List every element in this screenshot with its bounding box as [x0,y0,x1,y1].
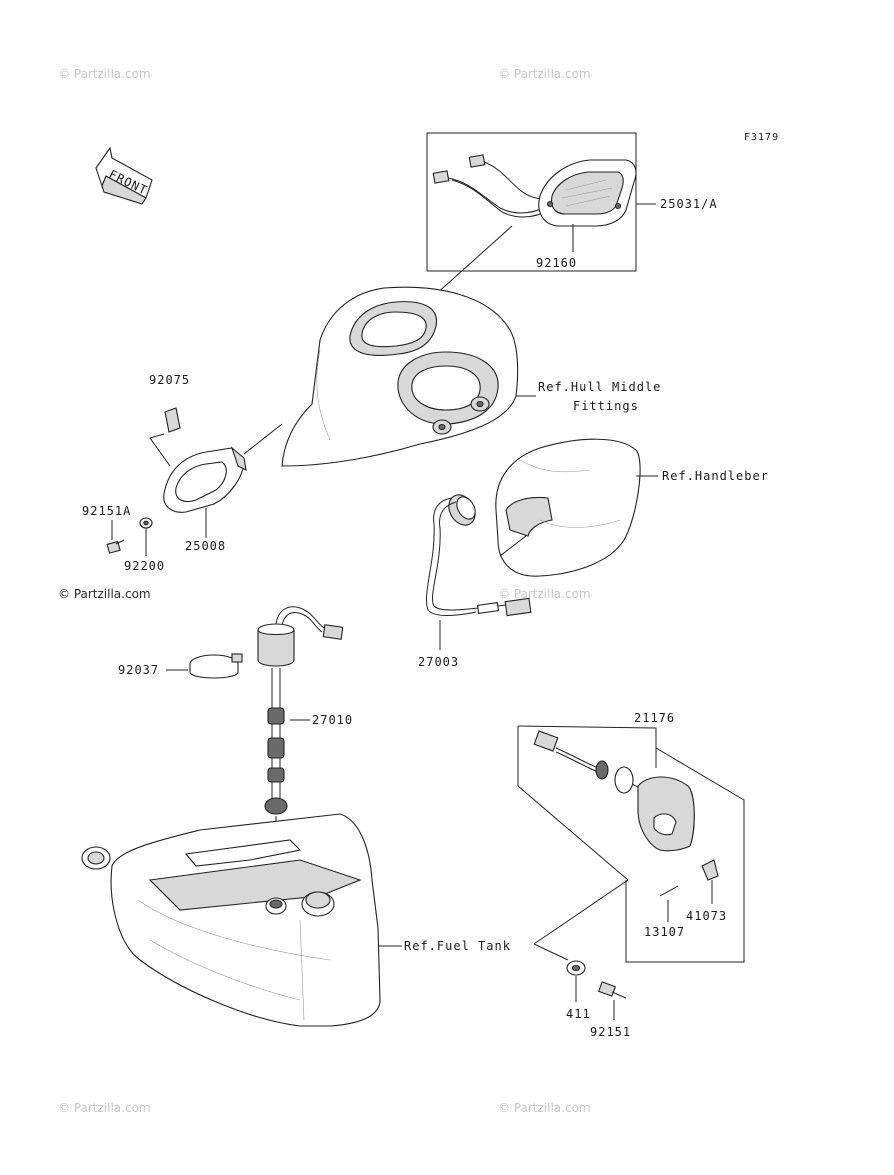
label-25008: 25008 [185,539,226,553]
label-92151: 92151 [590,1025,631,1039]
watermark-middle-left: © Partzilla.com [58,587,151,601]
label-92200: 92200 [124,559,165,573]
bolt-92151 [598,981,627,1020]
clamp-92037 [166,653,243,679]
handlebar-cover [495,438,658,577]
label-hull-ref-line1: Ref.Hull Middle [538,380,661,394]
front-arrow-icon: FRONT [95,146,153,205]
watermark-top-right: © Partzilla.com [498,67,591,81]
label-27010: 27010 [312,713,353,727]
fuel-gauge-27010 [257,606,344,900]
bolt-92151a [106,520,125,554]
watermark-bottom-right: © Partzilla.com [498,1101,591,1115]
label-21176: 21176 [634,711,675,725]
label-411: 411 [566,1007,591,1021]
meter-bracket [149,407,283,538]
label-13107: 13107 [644,925,685,939]
label-fuel-tank-ref: Ref.Fuel Tank [404,939,511,953]
label-92160: 92160 [536,256,577,270]
label-handlebar-ref: Ref.Handleber [662,469,769,483]
watermark-top-left: © Partzilla.com [58,67,151,81]
label-92151a: 92151A [82,504,131,518]
watermark-bottom-left: © Partzilla.com [58,1101,151,1115]
figure-code: F3179 [744,132,779,143]
label-41073: 41073 [686,909,727,923]
watermark-middle-right: © Partzilla.com [498,587,591,601]
lead-27003 [426,494,532,650]
meter-inset [426,132,656,272]
label-92075: 92075 [149,373,190,387]
label-92037: 92037 [118,663,159,677]
label-27003: 27003 [418,655,459,669]
label-hull-ref-line2: Fittings [573,399,639,413]
fuel-tank [81,813,402,1027]
label-25031a: 25031/A [660,197,718,211]
hull-middle-fittings [281,286,536,467]
washer-411 [566,960,586,1002]
nut-92200 [139,517,153,556]
switch-assy-21176 [517,725,745,963]
